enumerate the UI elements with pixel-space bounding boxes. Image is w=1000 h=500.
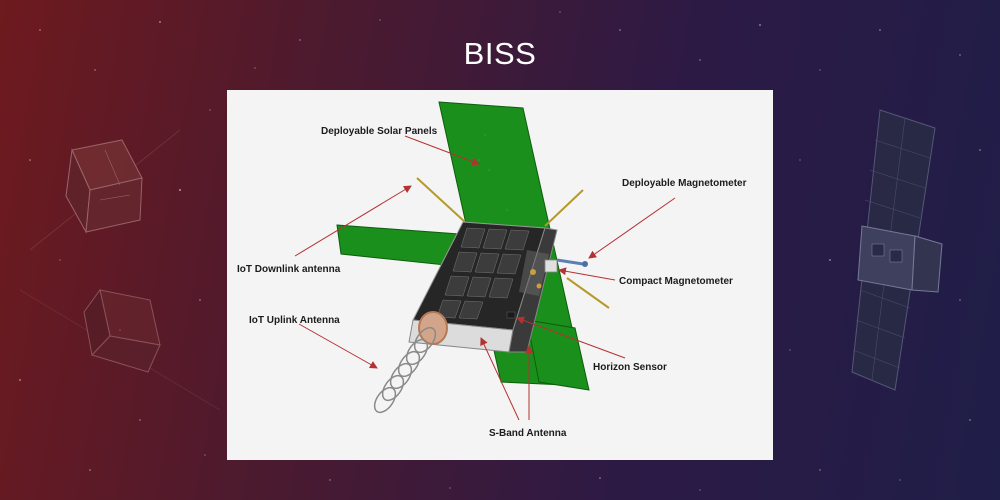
arrow-horizon-sensor xyxy=(516,316,626,359)
satellite-diagram-svg: Deployable Solar Panels Deployable Magne… xyxy=(237,101,747,439)
compact-magnetometer xyxy=(544,259,558,273)
decorative-cubesat-left-bottom xyxy=(19,288,221,411)
starfield xyxy=(19,11,981,491)
arrow-solar-panels xyxy=(404,135,480,166)
deployable-magnetometer xyxy=(556,258,588,267)
label-s-band-antenna: S-Band Antenna xyxy=(489,428,567,439)
horizon-sensor xyxy=(506,311,516,319)
deployable-solar-panel-left xyxy=(336,224,460,267)
callout-arrows xyxy=(294,135,676,421)
label-compact-magnetometer: Compact Magnetometer xyxy=(619,276,733,287)
iot-downlink-antenna-rods xyxy=(416,177,610,309)
decorative-cubesat-left-top xyxy=(29,129,181,251)
arrow-iot-downlink xyxy=(294,185,412,257)
arrow-compact-magnetometer xyxy=(558,267,616,281)
label-iot-downlink-antenna: IoT Downlink antenna xyxy=(237,264,341,275)
arrow-deployable-magnetometer xyxy=(588,197,676,259)
decorative-satellite-right xyxy=(851,109,943,391)
label-horizon-sensor: Horizon Sensor xyxy=(593,362,667,373)
arrow-s-band-1 xyxy=(480,337,520,421)
label-deployable-magnetometer: Deployable Magnetometer xyxy=(622,178,747,189)
slide-title: BISS xyxy=(463,36,537,71)
iot-uplink-antenna-helix xyxy=(373,311,448,414)
arrow-iot-uplink xyxy=(298,323,378,369)
satellite-diagram: Deployable Solar Panels Deployable Magne… xyxy=(227,90,773,460)
deployable-solar-panel-right xyxy=(526,319,590,391)
label-iot-uplink-antenna: IoT Uplink Antenna xyxy=(249,315,340,326)
label-deployable-solar-panels: Deployable Solar Panels xyxy=(321,126,438,137)
